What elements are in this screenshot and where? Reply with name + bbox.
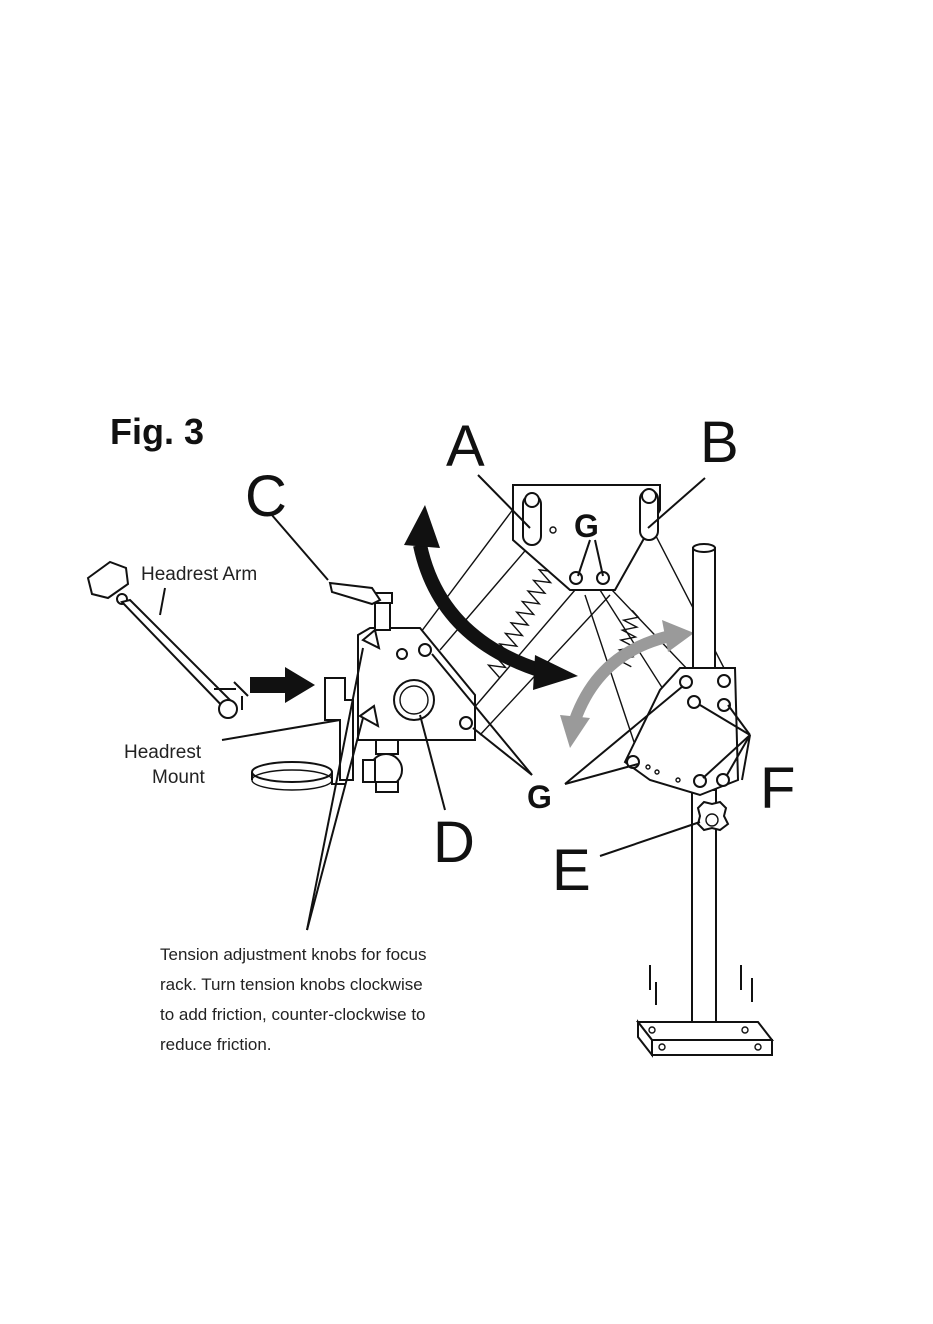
label-g-top: G xyxy=(574,508,599,544)
handle-c xyxy=(330,583,392,630)
base-plate xyxy=(638,1022,772,1055)
figure-title: Fig. 3 xyxy=(110,411,204,452)
label-a: A xyxy=(446,414,485,479)
callout-headrest-arm: Headrest Arm xyxy=(141,564,257,585)
label-g-bottom: G xyxy=(527,779,552,815)
headrest-arm xyxy=(88,562,248,718)
caption-line-3: to add friction, counter-clockwise to xyxy=(160,1005,426,1024)
lower-fitting xyxy=(363,740,402,792)
caption-line-4: reduce friction. xyxy=(160,1035,272,1054)
label-f: F xyxy=(760,756,795,821)
tension-caption: Tension adjustment knobs for focus rack.… xyxy=(160,945,426,1054)
label-c: C xyxy=(245,464,287,529)
knob-e xyxy=(698,802,728,830)
callout-headrest-mount-line2: Mount xyxy=(152,767,206,788)
callout-headrest-mount-line1: Headrest xyxy=(124,742,202,763)
label-d: D xyxy=(433,810,475,875)
label-b: B xyxy=(700,410,739,475)
caption-line-1: Tension adjustment knobs for focus xyxy=(160,945,426,964)
insert-arrow xyxy=(250,667,315,703)
label-e: E xyxy=(552,838,591,903)
caption-line-2: rack. Turn tension knobs clockwise xyxy=(160,975,423,994)
